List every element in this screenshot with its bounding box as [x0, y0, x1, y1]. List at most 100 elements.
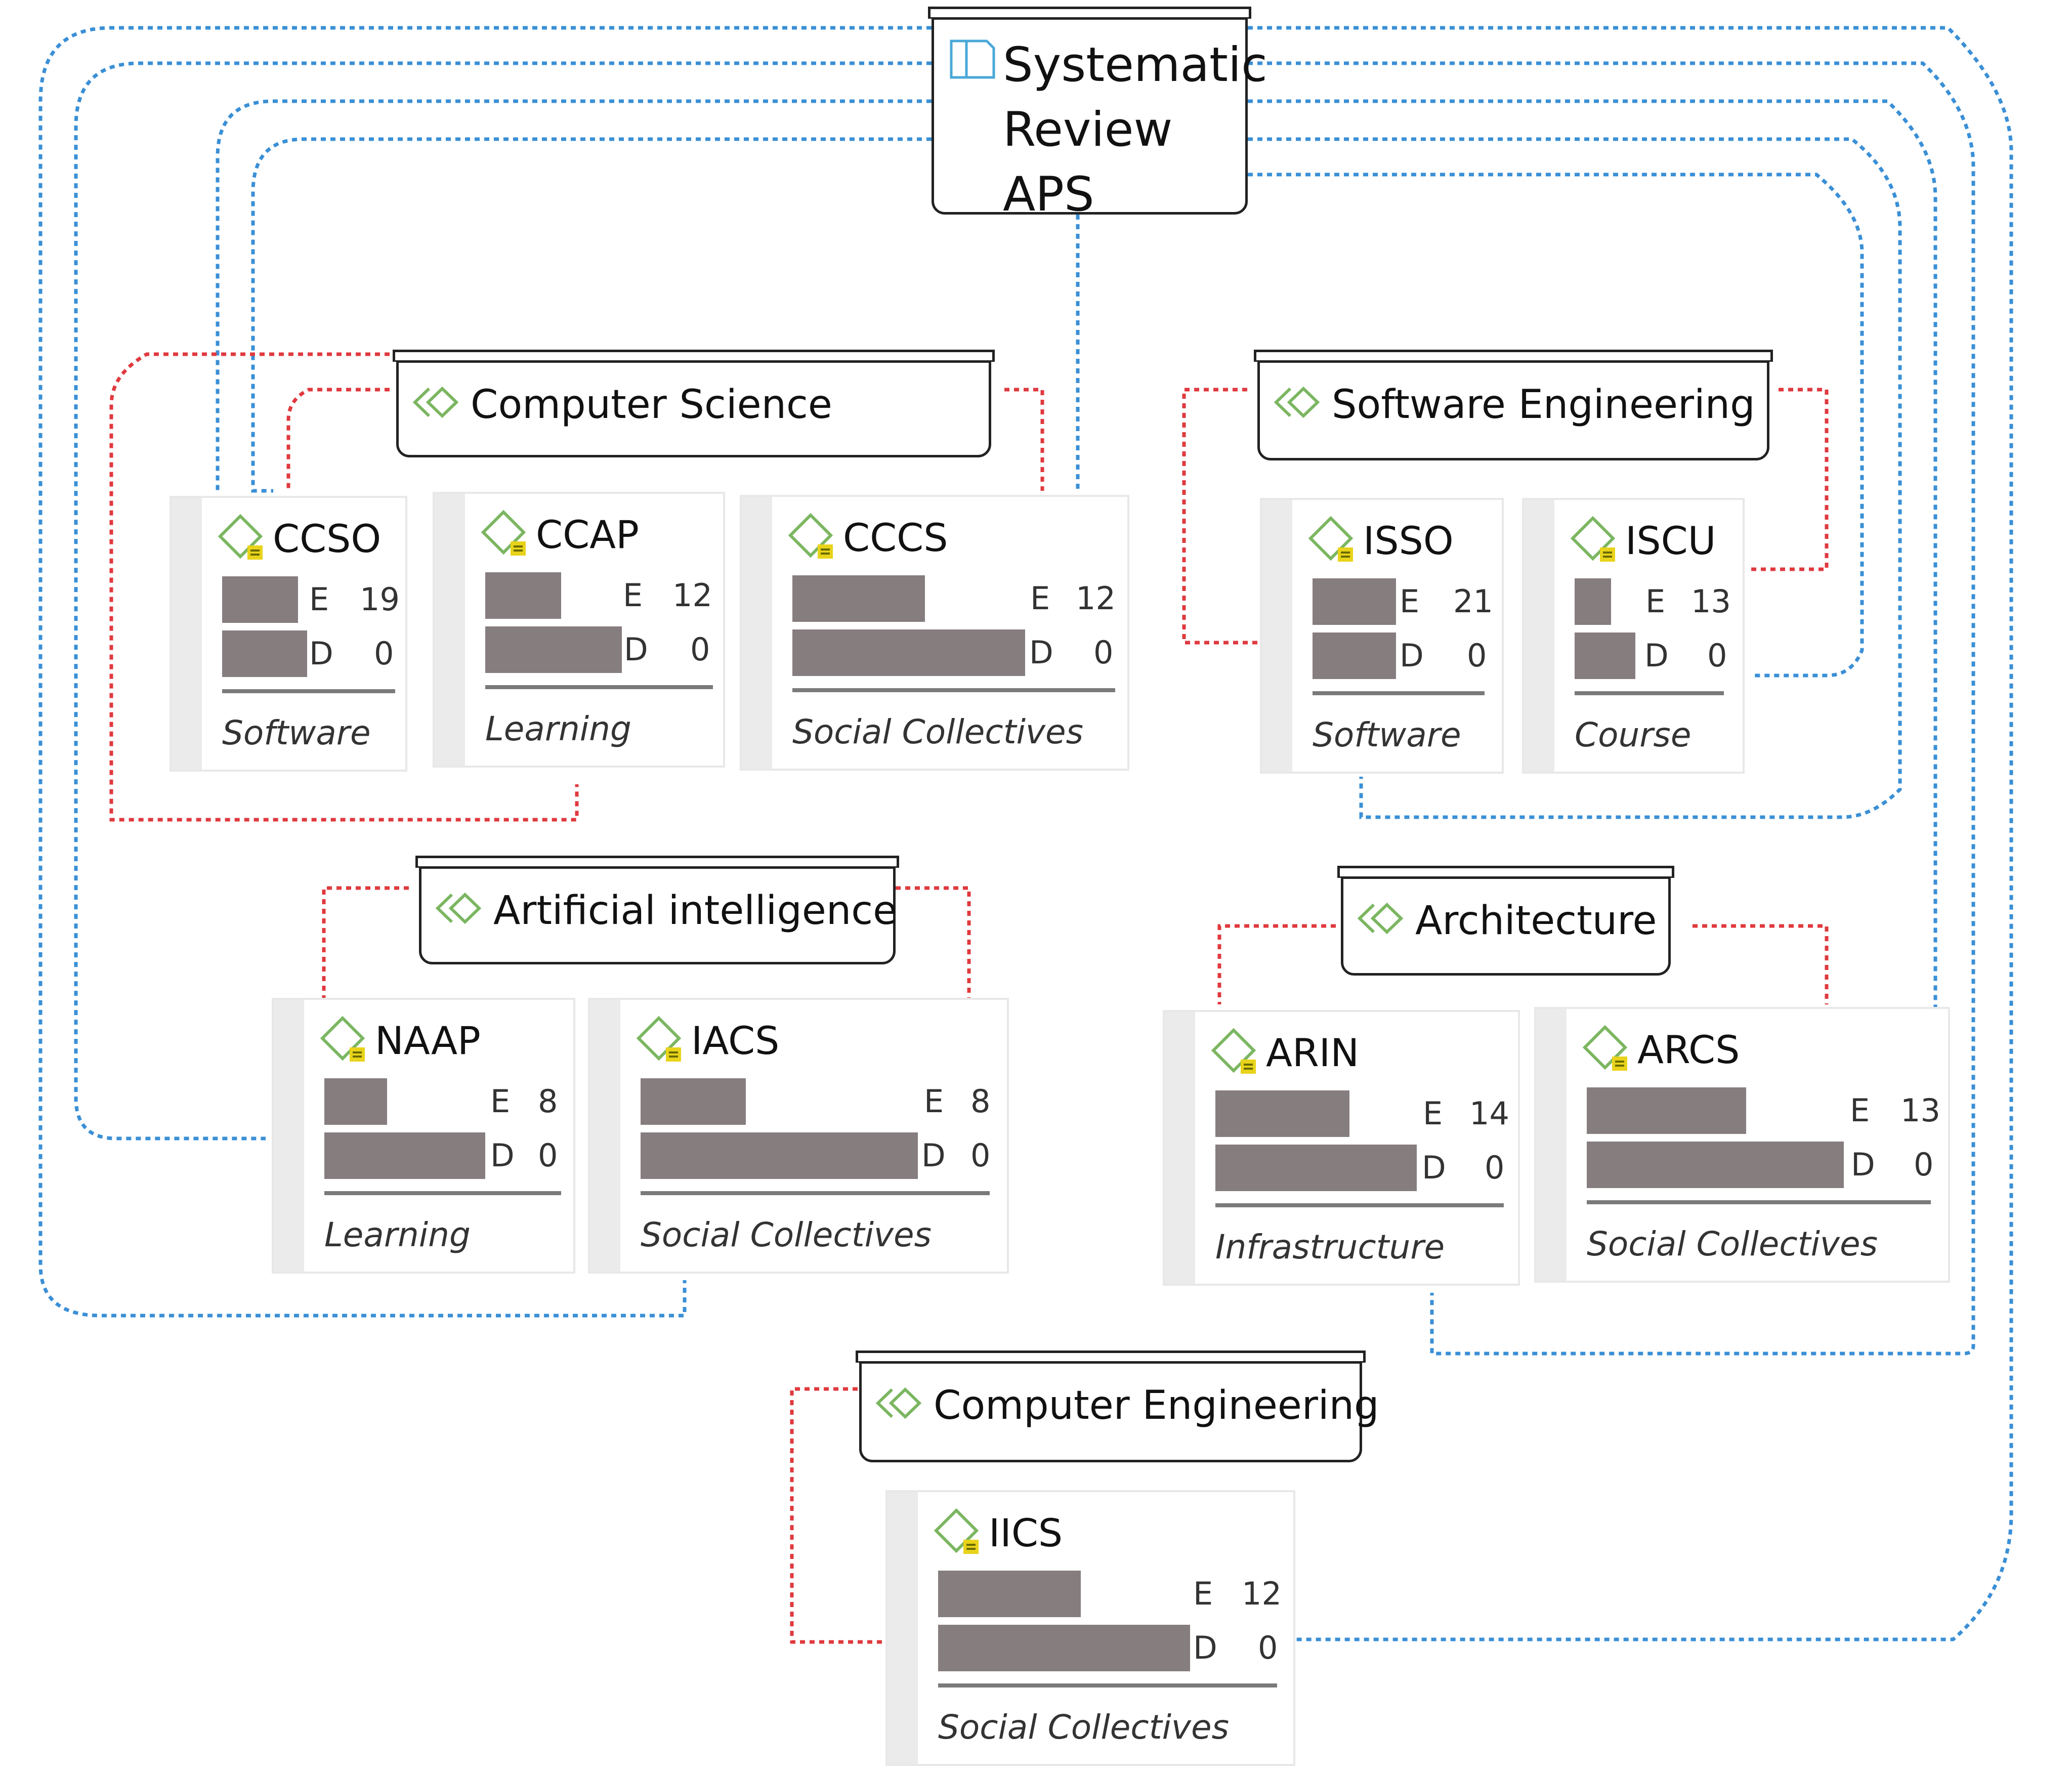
d-bar [324, 1132, 485, 1179]
root-link-arcs [1248, 26, 2013, 1641]
card-divider [1575, 691, 1724, 695]
card-strip [590, 1000, 620, 1272]
code-icon [320, 1016, 365, 1062]
code-icon [481, 510, 526, 556]
root-link-iics [38, 26, 932, 1318]
card-divider [792, 688, 1115, 692]
e-bar [222, 576, 298, 623]
code-label: ISSO [1363, 518, 1454, 563]
e-value: 13 [1900, 1092, 1940, 1129]
e-label: E [490, 1083, 511, 1120]
category-icon [1357, 902, 1404, 935]
category-label: Computer Engineering [934, 1383, 1379, 1428]
code-card-arcs[interactable]: ARCS E 13 D 0 Social Collectives [1534, 1007, 1950, 1283]
d-value: 0 [690, 631, 710, 668]
d-value: 0 [538, 1137, 558, 1174]
code-group: Software [222, 713, 371, 752]
d-label: D [1422, 1149, 1446, 1186]
code-group: Course [1575, 715, 1692, 754]
cs-link-ccso [286, 388, 390, 491]
category-computer-engineering[interactable]: Computer Engineering [856, 1351, 1379, 1462]
d-value: 0 [1707, 637, 1727, 674]
code-group: Infrastructure [1215, 1228, 1445, 1267]
d-bar [938, 1625, 1190, 1671]
card-divider [485, 685, 713, 689]
code-card-cccs[interactable]: CCCS E 12 D 0 Social Collectives [740, 495, 1129, 771]
e-value: 12 [1242, 1575, 1282, 1612]
root-node-systematic-review[interactable]: Systematic Review APS [928, 7, 1267, 222]
category-cap [1337, 866, 1674, 878]
card-divider [222, 689, 395, 693]
ai-link-iacs [896, 886, 971, 999]
code-label: CCSO [273, 516, 382, 561]
category-label: Software Engineering [1332, 382, 1755, 428]
se-link-iscu [1751, 388, 1829, 571]
code-group: Social Collectives [641, 1215, 932, 1254]
card-strip [172, 498, 202, 770]
e-value: 12 [1076, 580, 1116, 617]
code-label: CCAP [536, 512, 639, 557]
category-icon [875, 1387, 922, 1419]
code-label: ARIN [1266, 1030, 1360, 1075]
code-label: IACS [691, 1018, 780, 1063]
category-artificial-intelligence[interactable]: Artificial intelligence [415, 856, 899, 964]
root-link-ccso-b [251, 137, 932, 493]
code-group: Learning [485, 709, 631, 748]
code-label: IICS [989, 1510, 1063, 1555]
code-card-iacs[interactable]: IACS E 8 D 0 Social Collectives [588, 998, 1009, 1274]
e-label: E [924, 1083, 944, 1120]
category-label: Artificial intelligence [493, 888, 898, 934]
d-value: 0 [1258, 1629, 1278, 1666]
e-bar [1575, 578, 1611, 625]
e-label: E [623, 577, 643, 614]
code-icon [788, 513, 833, 559]
code-group: Social Collectives [938, 1708, 1229, 1747]
code-card-naap[interactable]: NAAP E 8 D 0 Learning [272, 998, 575, 1274]
code-card-ccap[interactable]: CCAP E 12 D 0 Learning [433, 492, 725, 768]
code-icon [934, 1508, 979, 1554]
code-label: NAAP [375, 1018, 481, 1063]
code-icon [1570, 516, 1616, 562]
card-strip [1262, 500, 1292, 772]
e-value: 8 [538, 1083, 558, 1120]
d-bar [1587, 1142, 1844, 1188]
root-title-line: Review [1003, 102, 1173, 157]
d-value: 0 [1914, 1146, 1934, 1183]
d-value: 0 [1467, 637, 1487, 674]
card-strip [1536, 1009, 1567, 1281]
document-icon [950, 39, 995, 79]
e-bar [641, 1078, 746, 1125]
category-cap [393, 350, 995, 362]
root-link-ccso-a [216, 99, 932, 491]
e-label: E [1400, 583, 1420, 620]
code-card-iics[interactable]: IICS E 12 D 0 Social Collectives [885, 1490, 1295, 1766]
d-label: D [309, 635, 333, 672]
cs-link-ccap [109, 352, 579, 822]
code-icon [1582, 1025, 1628, 1071]
category-architecture[interactable]: Architecture [1337, 866, 1674, 976]
d-value: 0 [1485, 1149, 1505, 1186]
e-bar [792, 575, 925, 622]
d-label: D [921, 1137, 946, 1174]
category-computer-science[interactable]: Computer Science [393, 350, 995, 457]
ai-link-naap [322, 886, 409, 999]
d-bar [485, 626, 622, 673]
category-cap [415, 856, 899, 868]
root-title-line: APS [1003, 167, 1094, 222]
card-divider [938, 1683, 1277, 1687]
se-link-isso [1182, 388, 1257, 645]
card-strip [1524, 500, 1554, 772]
code-group: Social Collectives [792, 712, 1083, 751]
d-label: D [1193, 1629, 1217, 1666]
code-card-isso[interactable]: ISSO E 21 D 0 Software [1260, 498, 1504, 774]
code-icon [636, 1016, 682, 1062]
category-software-engineering[interactable]: Software Engineering [1254, 350, 1773, 460]
code-card-arin[interactable]: ARIN E 14 D 0 Infrastructure [1163, 1010, 1520, 1286]
code-card-iscu[interactable]: ISCU E 13 D 0 Course [1522, 498, 1745, 774]
e-label: E [1193, 1575, 1213, 1612]
card-divider [1215, 1203, 1504, 1207]
category-icon [1274, 386, 1320, 418]
code-card-ccso[interactable]: CCSO E 19 D 0 Software [170, 496, 407, 772]
e-label: E [1850, 1092, 1870, 1129]
